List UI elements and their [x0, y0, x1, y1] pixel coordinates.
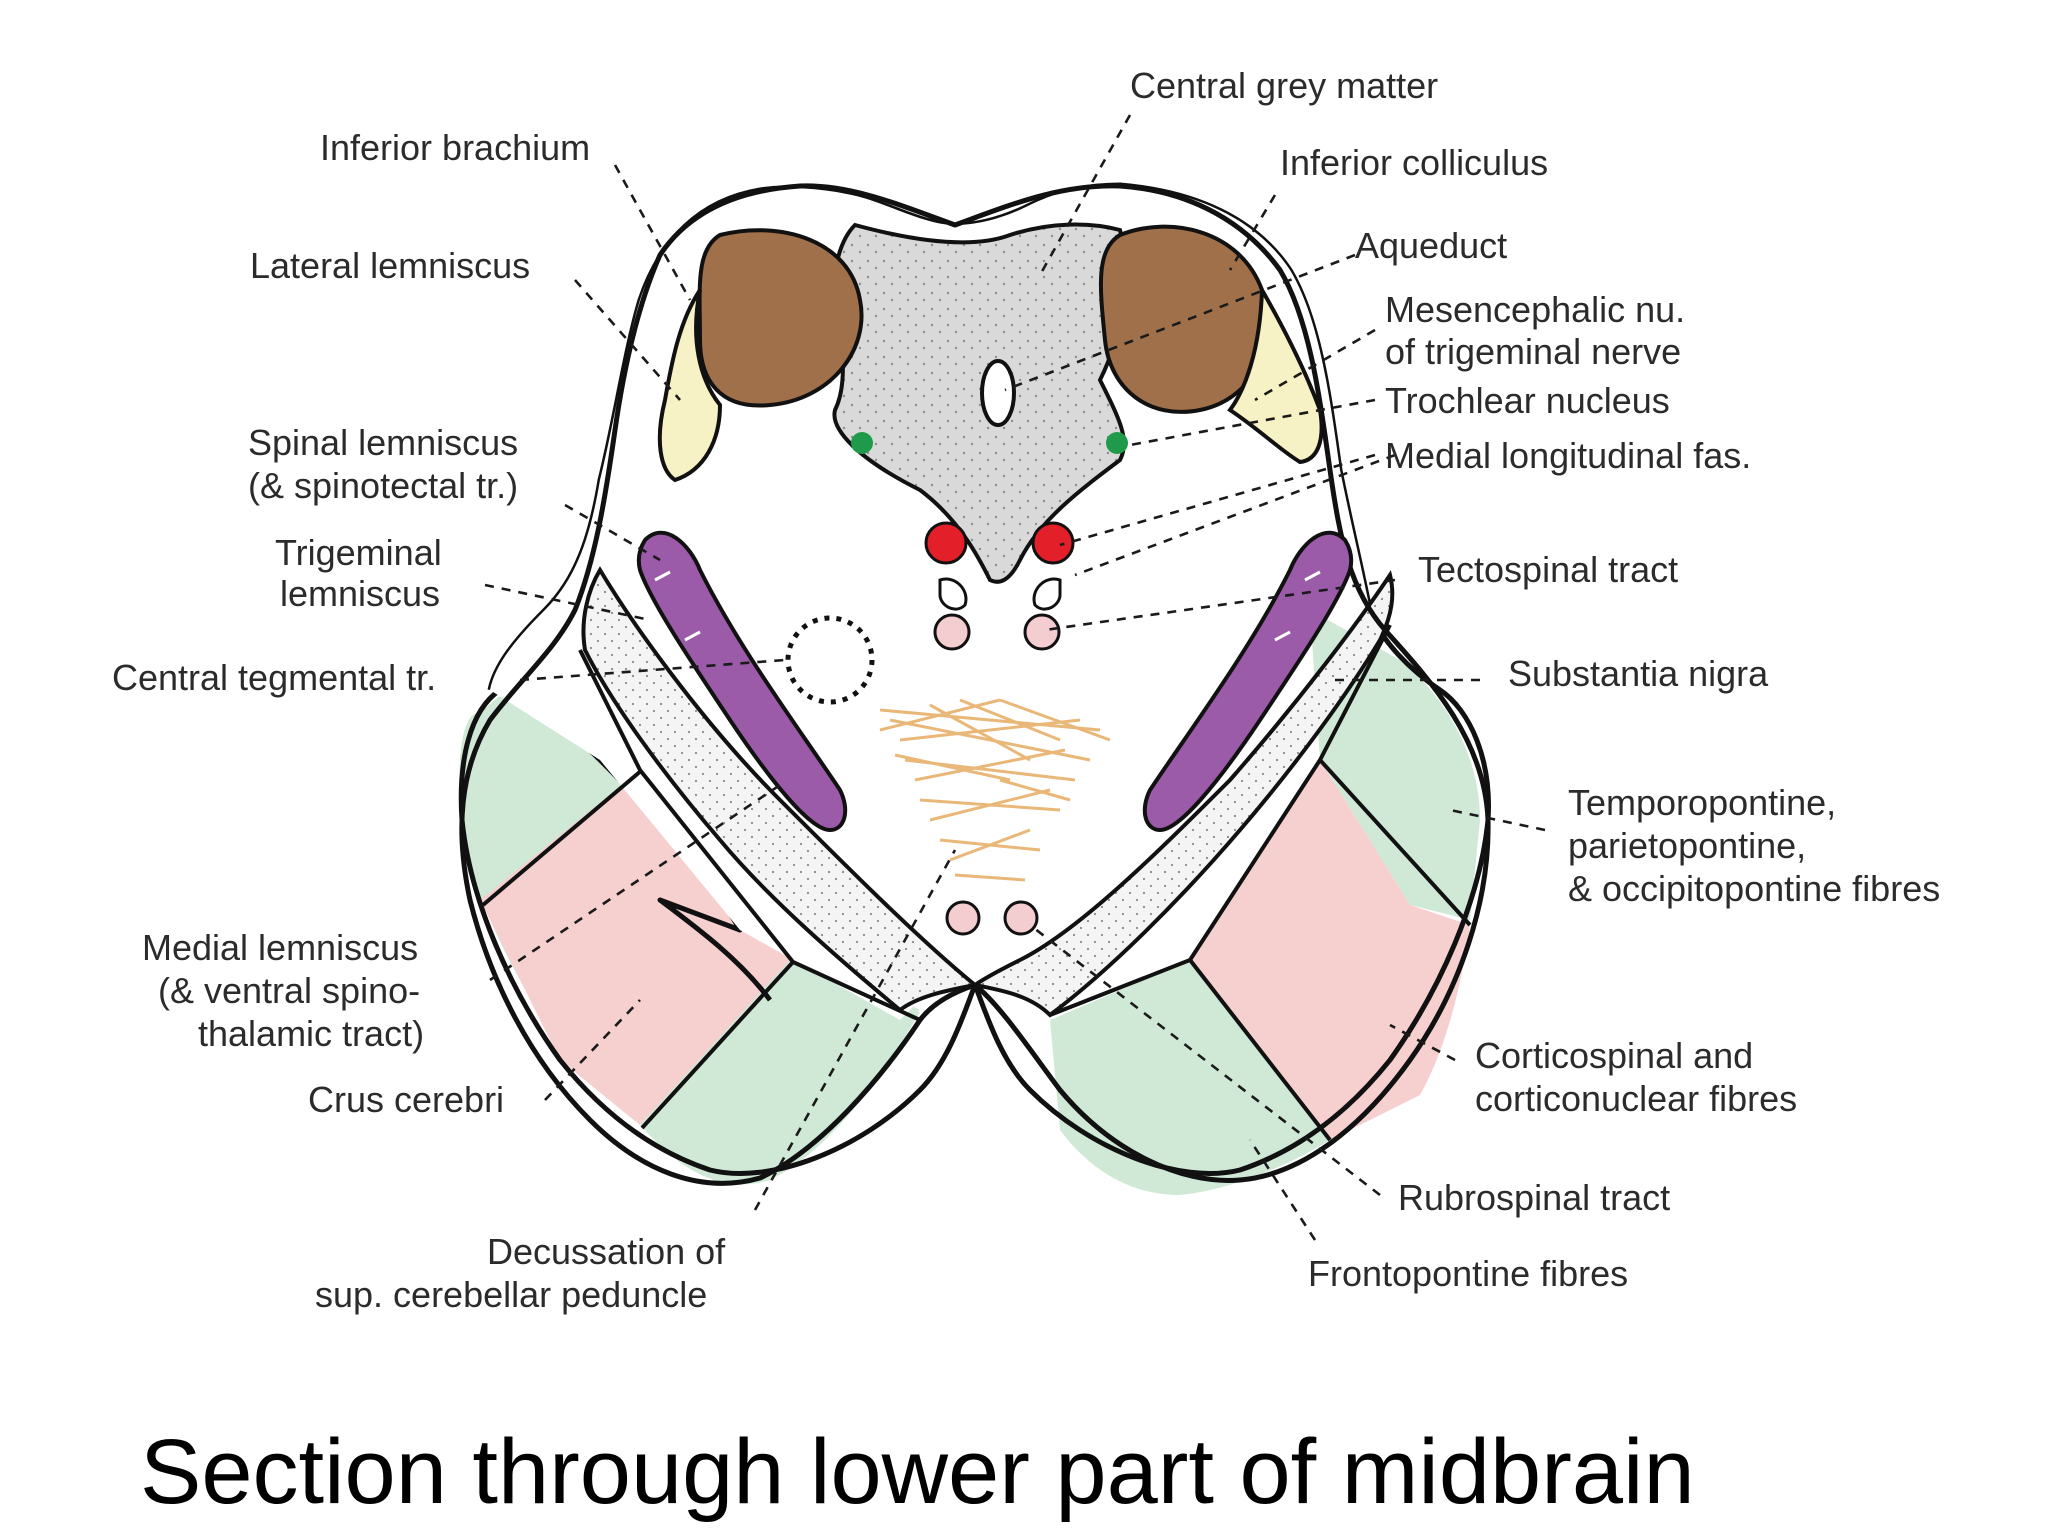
central-tegmental-tract [785, 615, 875, 705]
rubrospinal-tract-right [1003, 900, 1039, 936]
pale-pink-tract-left [933, 613, 971, 651]
label-spinal-lemniscus-1: Spinal lemniscus [248, 422, 518, 463]
temporopontine-fibres-right [1310, 610, 1480, 920]
label-temporopontine-2: parietopontine, [1568, 825, 1806, 866]
trochlear-nucleus-right [1106, 432, 1128, 454]
label-temporopontine-1: Temporopontine, [1568, 782, 1836, 823]
lateral-lemniscus-right [1227, 282, 1324, 465]
medial-lemniscus-marks [654, 570, 1321, 642]
frontopontine-fibres-left [640, 960, 920, 1185]
leader-lines [484, 114, 1546, 1241]
label-corticospinal-2: corticonuclear fibres [1475, 1078, 1797, 1119]
slide-caption: Section through lower part of midbrain [140, 1421, 1695, 1523]
label-trigeminal-lemniscus-2: lemniscus [280, 573, 440, 614]
label-lateral-lemniscus: Lateral lemniscus [250, 245, 530, 286]
mlf-left [924, 521, 968, 565]
label-decussation-1: Decussation of [487, 1231, 726, 1272]
label-medial-longitudinal-fas: Medial longitudinal fas. [1385, 435, 1751, 476]
label-mesencephalic-nu-1: Mesencephalic nu. [1385, 289, 1685, 330]
label-medial-lemniscus-3: thalamic tract) [198, 1013, 424, 1054]
pale-pink-tract-right [1023, 613, 1061, 651]
label-inferior-brachium: Inferior brachium [320, 127, 590, 168]
trochlear-nucleus-left [851, 432, 873, 454]
label-medial-lemniscus-1: Medial lemniscus [142, 927, 418, 968]
frontopontine-fibres-right [1050, 960, 1330, 1195]
label-aqueduct: Aqueduct [1355, 225, 1507, 266]
label-medial-lemniscus-2: (& ventral spino- [158, 970, 420, 1011]
label-temporopontine-3: & occipitopontine fibres [1568, 868, 1940, 909]
label-trochlear-nucleus: Trochlear nucleus [1385, 380, 1670, 421]
label-spinal-lemniscus-2: (& spinotectal tr.) [248, 465, 518, 506]
aqueduct [980, 359, 1016, 427]
inferior-colliculus-right [1098, 224, 1270, 414]
label-central-tegmental-tr: Central tegmental tr. [112, 657, 436, 698]
label-trigeminal-lemniscus-1: Trigeminal [275, 532, 442, 573]
label-frontopontine-fibres: Frontopontine fibres [1308, 1253, 1628, 1294]
mlf-right [1031, 521, 1075, 565]
inferior-colliculus-left [697, 228, 864, 408]
tectospinal-tract-right [1032, 577, 1062, 611]
label-rubrospinal-tract: Rubrospinal tract [1398, 1177, 1670, 1218]
label-substantia-nigra: Substantia nigra [1508, 653, 1769, 694]
substantia-nigra-right [970, 570, 1395, 1018]
label-inferior-colliculus: Inferior colliculus [1280, 142, 1548, 183]
labels: Central grey matter Inferior brachium In… [112, 65, 1940, 1315]
label-corticospinal-1: Corticospinal and [1475, 1035, 1753, 1076]
midbrain-outline-top [459, 183, 1491, 1186]
lateral-lemniscus-left [657, 288, 723, 483]
tectospinal-tract-left [938, 577, 968, 611]
medial-lemniscus-left [636, 530, 848, 833]
medial-lemniscus-right [1142, 530, 1354, 833]
corticospinal-fibres-left [480, 770, 790, 1125]
label-tectospinal-tract: Tectospinal tract [1418, 549, 1678, 590]
decussation-sup-cerebellar-peduncle [879, 698, 1111, 882]
crus-dividers [481, 624, 1472, 1142]
rubrospinal-tract-left [945, 900, 981, 936]
label-crus-cerebri: Crus cerebri [308, 1079, 504, 1120]
label-mesencephalic-nu-2: of trigeminal nerve [1385, 331, 1681, 372]
label-decussation-2: sup. cerebellar peduncle [315, 1274, 707, 1315]
label-central-grey-matter: Central grey matter [1130, 65, 1438, 106]
